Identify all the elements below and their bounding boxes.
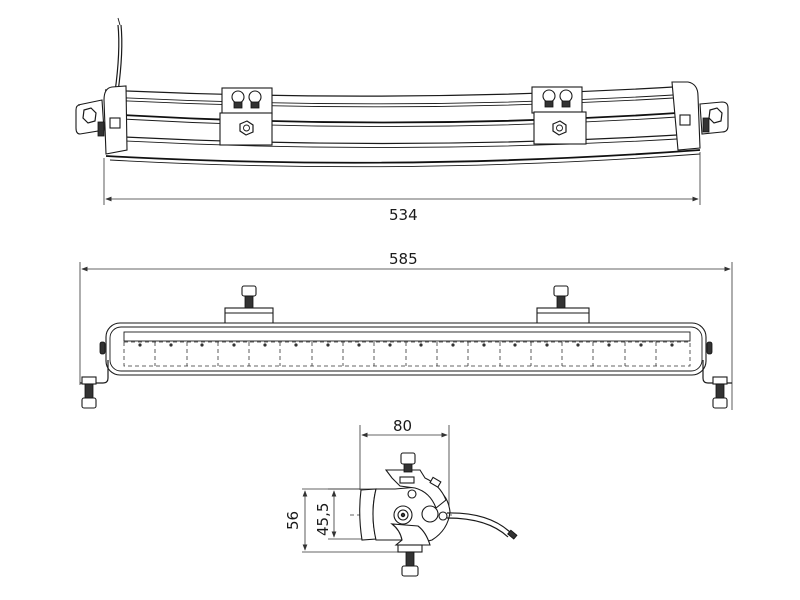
left-bracket bbox=[219, 87, 273, 146]
right-bracket bbox=[531, 86, 587, 145]
front-right-foot-bolt bbox=[702, 360, 732, 409]
front-right-top-bolt bbox=[536, 285, 590, 325]
front-left-foot-bolt bbox=[80, 360, 109, 409]
dimension-585: 585 bbox=[389, 250, 418, 268]
top-view: 534 bbox=[75, 17, 729, 224]
front-left-top-bolt bbox=[224, 285, 274, 325]
side-view: 80 56 45,5 bbox=[284, 417, 518, 577]
dimension-534: 534 bbox=[389, 206, 418, 224]
led-segments bbox=[123, 341, 691, 367]
dimension-56: 56 bbox=[284, 511, 302, 530]
dimension-80: 80 bbox=[393, 417, 412, 435]
front-view: 585 bbox=[79, 250, 733, 410]
left-mount-tab bbox=[75, 99, 105, 135]
power-cable bbox=[114, 24, 120, 93]
side-power-cable bbox=[446, 512, 513, 535]
dimension-45-5: 45,5 bbox=[314, 503, 332, 536]
hex-nut-icon bbox=[82, 107, 97, 124]
